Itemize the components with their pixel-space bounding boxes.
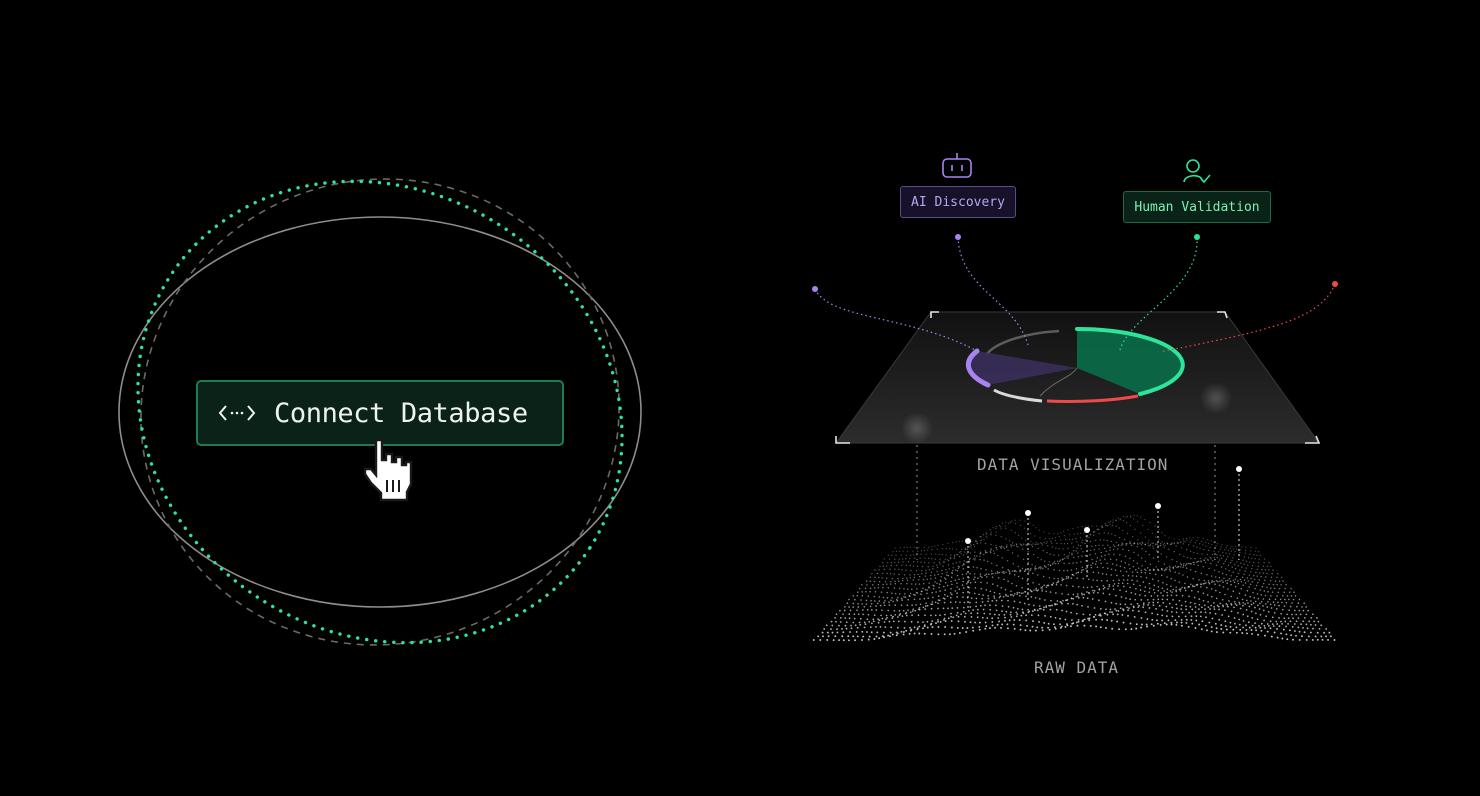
- pie-chart: [965, 326, 1185, 403]
- robot-icon: [942, 153, 972, 178]
- hand-pointer-icon: [362, 436, 414, 504]
- raw-data-label: RAW DATA: [1034, 658, 1120, 677]
- data-pin: [1025, 510, 1031, 600]
- data-pin: [965, 538, 971, 610]
- data-pin: [1236, 466, 1242, 560]
- dotted-green-ring: [136, 179, 624, 645]
- human-validation-label: Human Validation: [1134, 199, 1260, 215]
- raw-data-point-cloud: [812, 514, 1336, 642]
- data-pins: [965, 466, 1242, 610]
- ai-discovery-label: AI Discovery: [911, 194, 1005, 210]
- callout-lines: [814, 236, 1336, 353]
- callout-dots: [812, 234, 1338, 292]
- ai-discovery-tag: AI Discovery: [900, 186, 1016, 218]
- user-check-icon: [1183, 159, 1211, 184]
- plane-corner-marks: [835, 311, 1321, 444]
- connect-database-button[interactable]: Connect Database: [196, 380, 564, 446]
- solid-ring: [118, 216, 642, 608]
- orbit-rings: [118, 178, 642, 646]
- layer-connectors: [916, 445, 1216, 560]
- dashed-ring: [140, 178, 620, 646]
- data-pin: [1155, 503, 1161, 560]
- code-brackets-icon: [218, 402, 256, 424]
- data-pin: [1084, 527, 1090, 580]
- human-validation-tag: Human Validation: [1123, 191, 1271, 223]
- connect-database-label: Connect Database: [274, 397, 528, 429]
- data-visualization-label: DATA VISUALIZATION: [977, 455, 1169, 474]
